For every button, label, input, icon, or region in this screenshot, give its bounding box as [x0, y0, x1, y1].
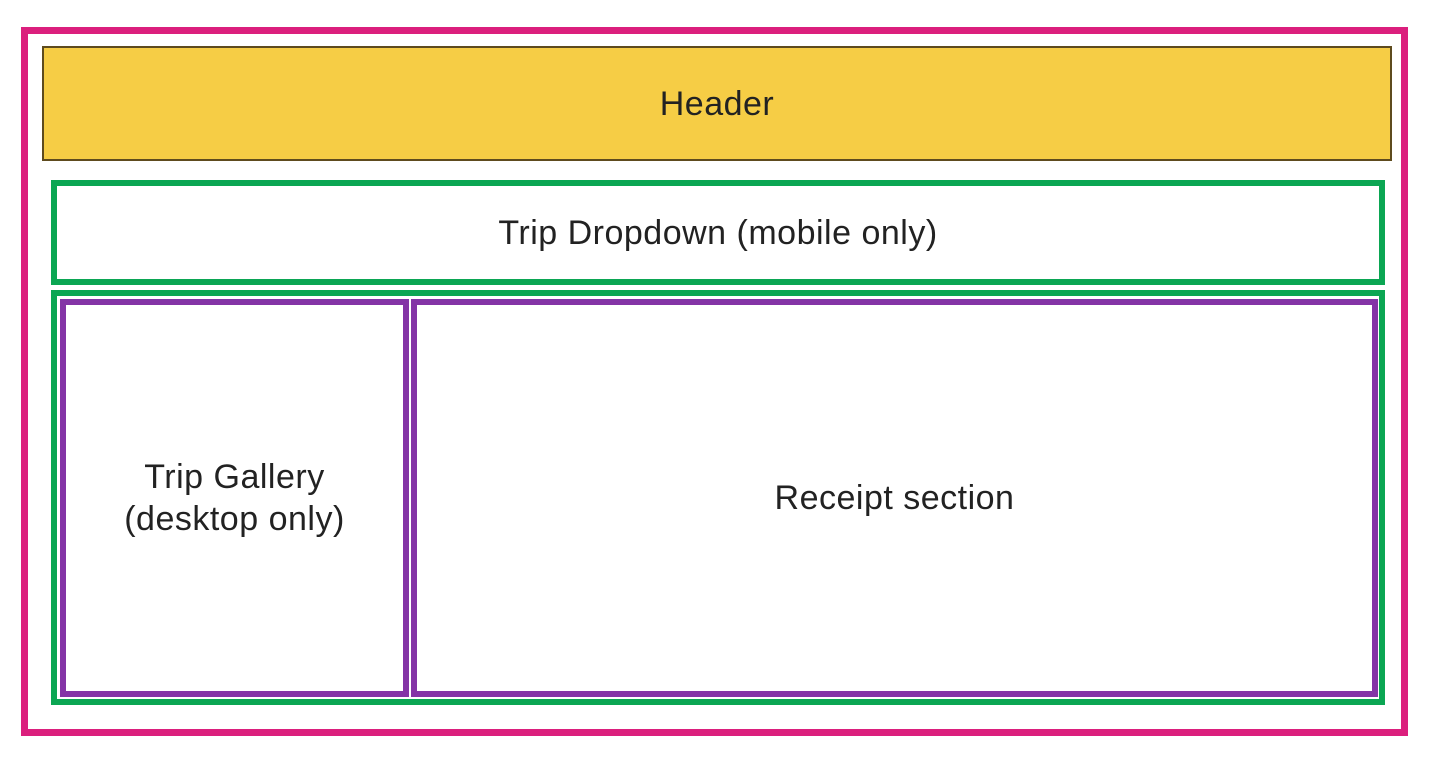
trip-gallery-block: Trip Gallery (desktop only) [60, 299, 409, 697]
trip-dropdown-block: Trip Dropdown (mobile only) [51, 180, 1385, 285]
header-block: Header [42, 46, 1392, 161]
receipt-section-label: Receipt section [774, 479, 1015, 517]
trip-gallery-label: Trip Gallery (desktop only) [124, 458, 345, 538]
header-label: Header [659, 84, 775, 123]
receipt-section-block: Receipt section [411, 299, 1378, 697]
trip-dropdown-label: Trip Dropdown (mobile only) [498, 213, 938, 252]
content-section-frame [51, 290, 1385, 705]
page-layout-frame [21, 27, 1408, 736]
